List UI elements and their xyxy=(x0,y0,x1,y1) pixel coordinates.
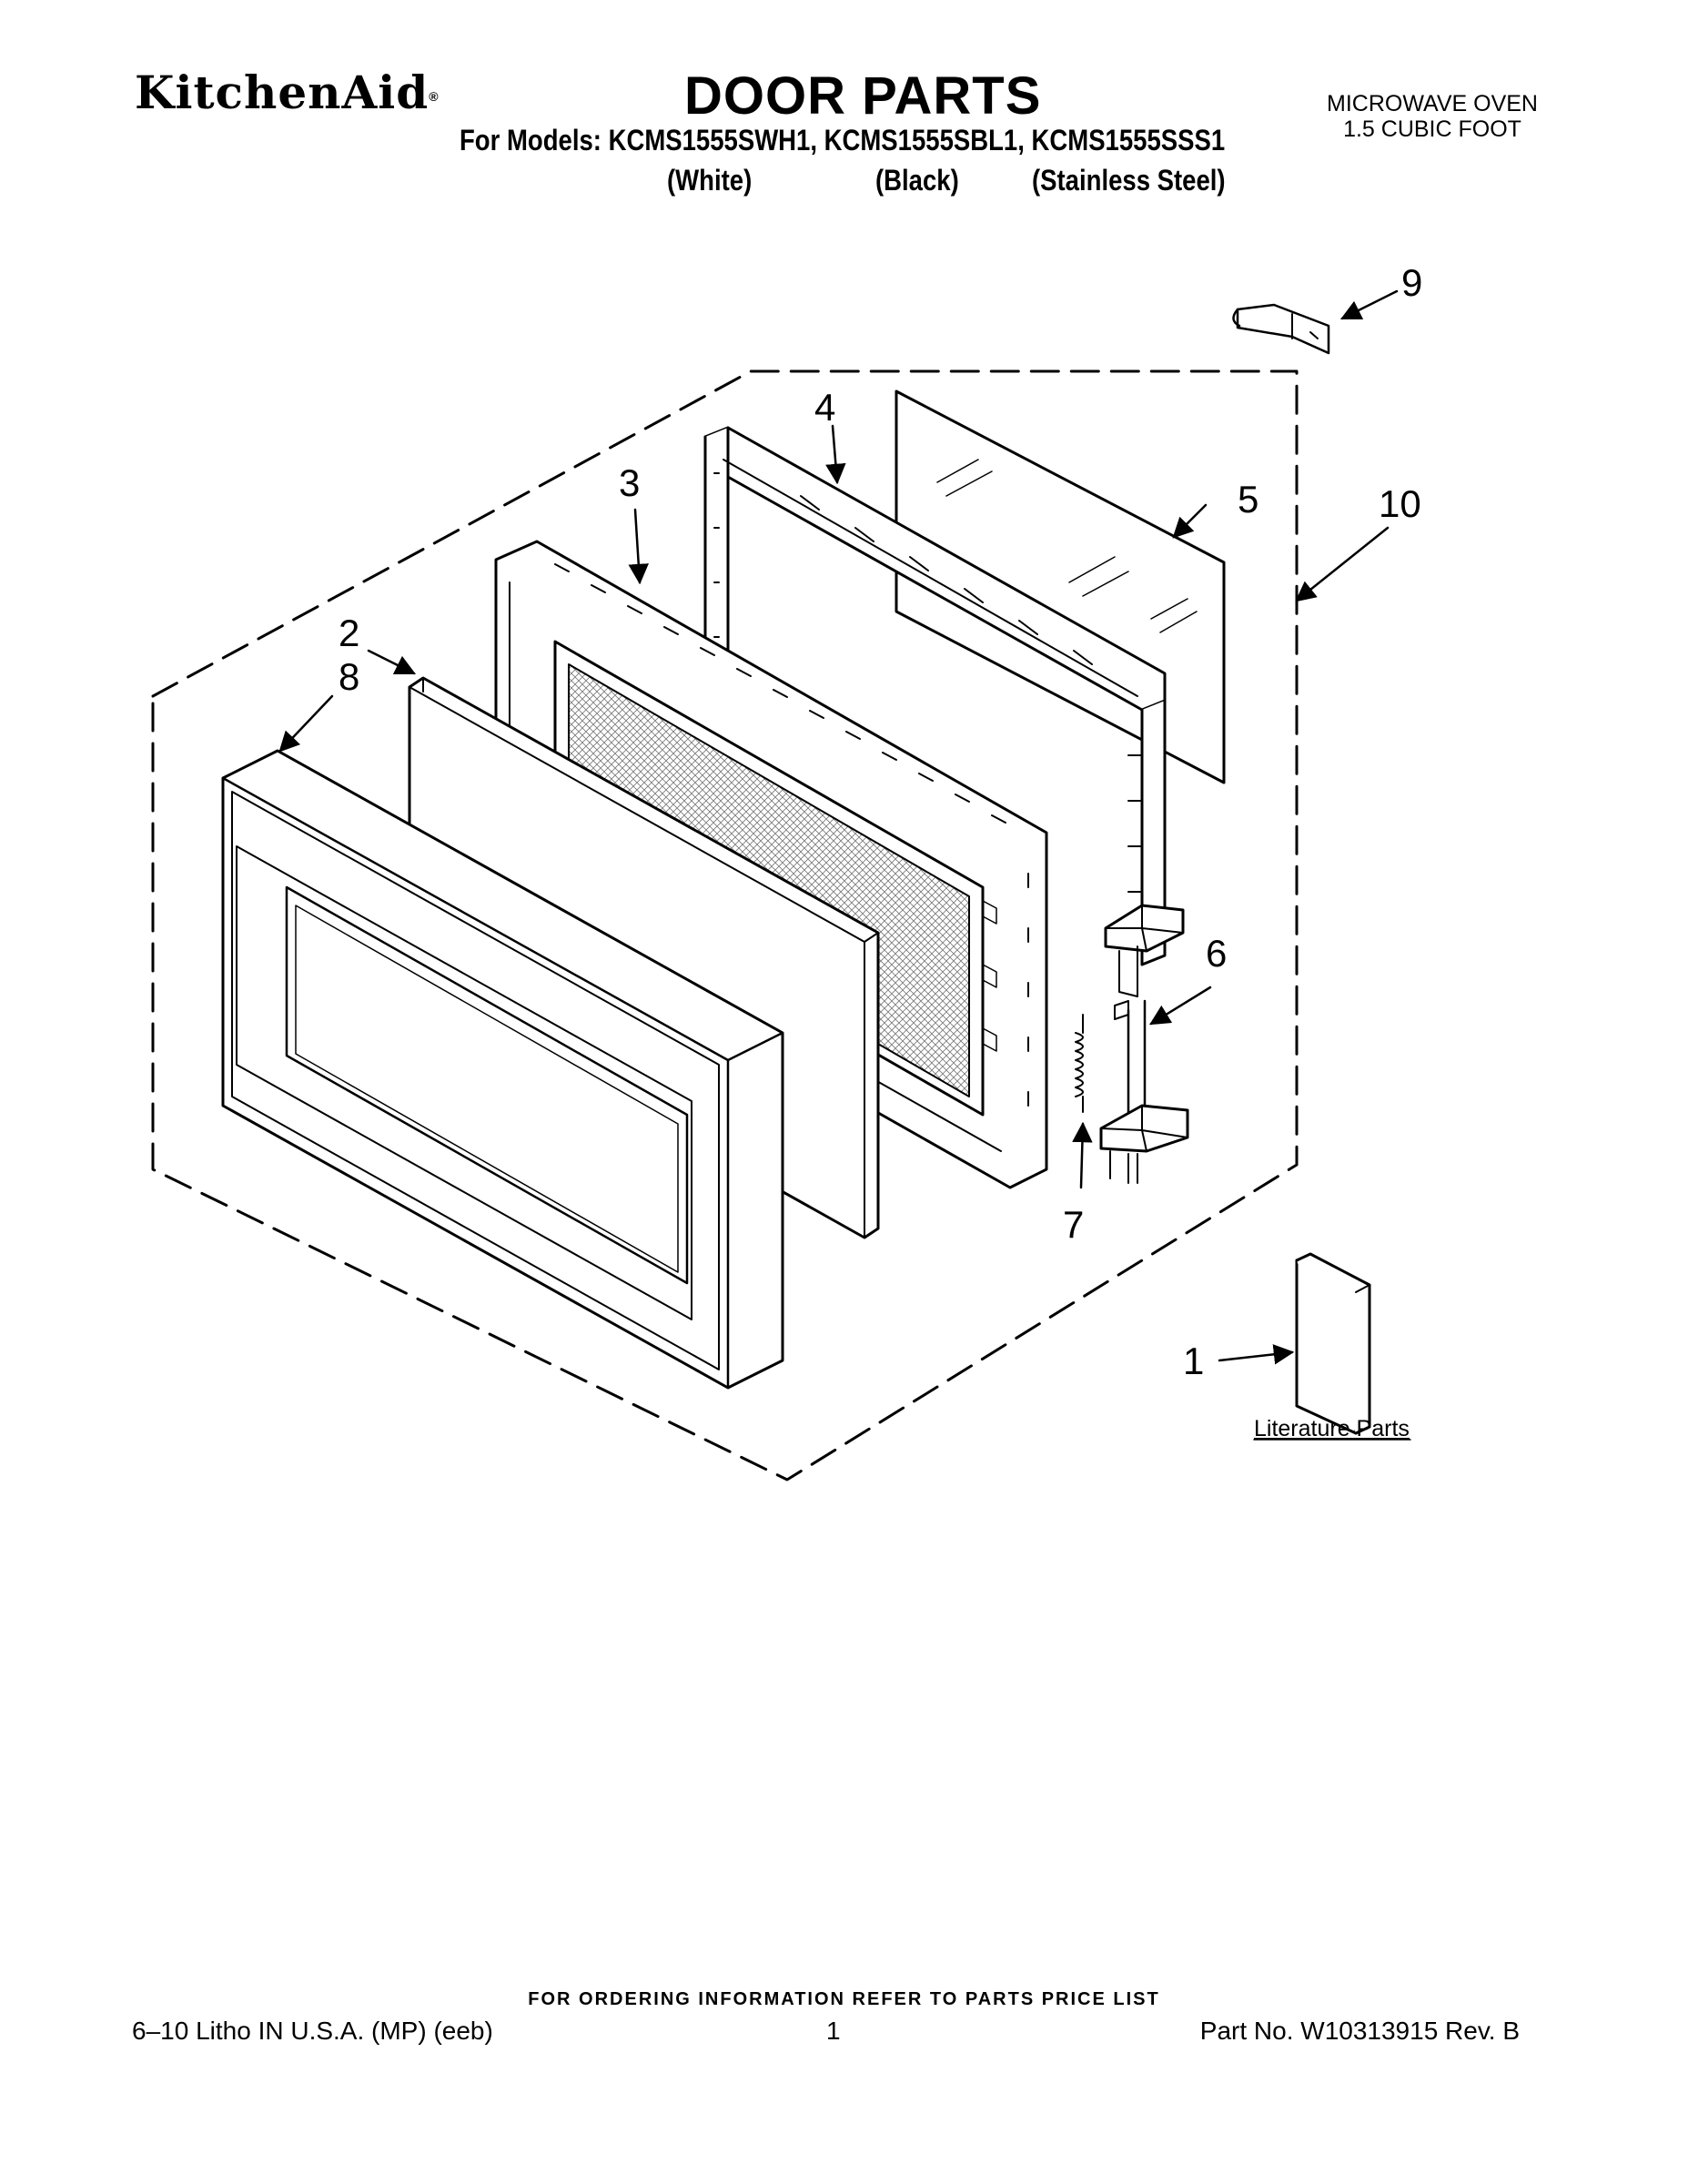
callout-1: 1 xyxy=(1183,1340,1204,1382)
literature-parts-label: Literature Parts xyxy=(1254,1416,1410,1441)
registered-mark: ® xyxy=(429,89,440,104)
brand-logo: KitchenAid® xyxy=(135,66,440,119)
part-6-latch xyxy=(1099,904,1189,1184)
callout-4: 4 xyxy=(814,386,835,429)
part-1-literature xyxy=(1295,1252,1371,1435)
callout-2: 2 xyxy=(339,612,359,654)
color-black: (Black) xyxy=(875,164,959,197)
product-category: MICROWAVE OVEN 1.5 CUBIC FOOT xyxy=(1327,91,1538,142)
part-number: Part No. W10313915 Rev. B xyxy=(1199,2017,1520,2045)
brand-name: KitchenAid xyxy=(135,66,430,119)
page-title: DOOR PARTS xyxy=(684,66,1042,126)
color-white: (White) xyxy=(667,164,753,197)
callout-5: 5 xyxy=(1238,478,1258,521)
callout-8: 8 xyxy=(339,655,359,698)
litho-info: 6–10 Litho IN U.S.A. (MP) (eeb) xyxy=(132,2017,493,2045)
callout-10: 10 xyxy=(1379,482,1421,525)
page-number: 1 xyxy=(826,2017,841,2045)
callout-7: 7 xyxy=(1063,1203,1084,1246)
models-line: For Models: KCMS1555SWH1, KCMS1555SBL1, … xyxy=(460,124,1226,157)
part-4-inner-frame xyxy=(703,426,1167,966)
ordering-note: FOR ORDERING INFORMATION REFER TO PARTS … xyxy=(528,1989,1160,2009)
callout-3: 3 xyxy=(619,461,640,504)
callout-arrows xyxy=(278,289,1399,1365)
assembly-boundary xyxy=(151,369,1299,1481)
category-line-1: MICROWAVE OVEN xyxy=(1327,91,1538,116)
callout-6: 6 xyxy=(1206,932,1227,975)
part-9-hinge-clip xyxy=(1232,303,1330,355)
color-stainless: (Stainless Steel) xyxy=(1032,164,1226,197)
part-8-outer-door xyxy=(221,749,784,1390)
part-7-spring xyxy=(1075,1014,1084,1113)
category-line-2: 1.5 CUBIC FOOT xyxy=(1343,116,1521,142)
callout-9: 9 xyxy=(1401,261,1422,304)
